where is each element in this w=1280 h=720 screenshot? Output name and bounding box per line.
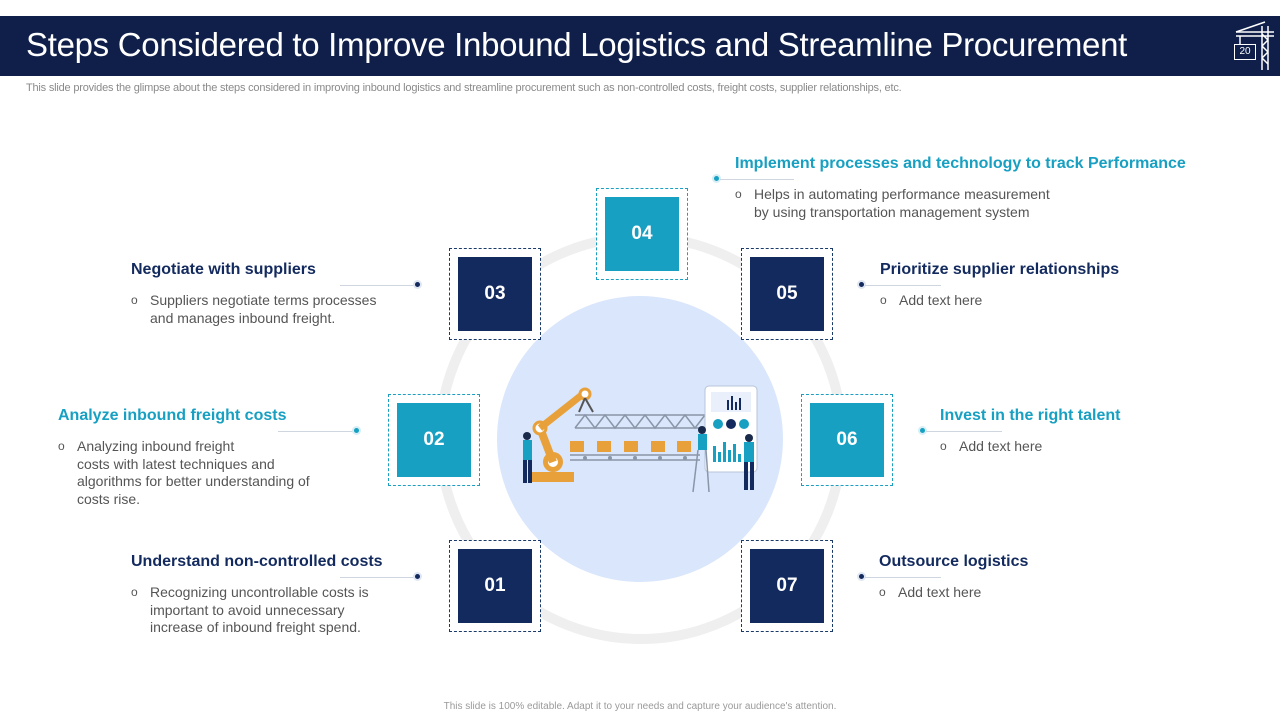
- step-04-dot: [712, 174, 721, 183]
- step-03-number: 03: [458, 257, 532, 331]
- step-06-description-text: Add text here: [959, 438, 1043, 454]
- bullet-icon: o: [880, 293, 887, 307]
- step-04-connector: [720, 179, 794, 180]
- step-04-frame: 04: [596, 188, 688, 280]
- step-01-description-text: Recognizing uncontrollable costs is impo…: [150, 584, 369, 635]
- step-03-dot: [413, 280, 422, 289]
- step-07-connector: [865, 577, 941, 578]
- step-04-number: 04: [605, 197, 679, 271]
- step-05-description: o Add text here: [880, 292, 1140, 310]
- step-01-description: o Recognizing uncontrollable costs is im…: [131, 584, 421, 637]
- step-05-description-text: Add text here: [899, 292, 983, 308]
- step-02-connector: [278, 431, 354, 432]
- step-04-description: o Helps in automating performance measur…: [735, 186, 1115, 221]
- step-01-frame: 01: [449, 540, 541, 632]
- step-07-title: Outsource logistics: [879, 553, 1029, 570]
- bullet-icon: o: [58, 439, 65, 453]
- step-05-number: 05: [750, 257, 824, 331]
- bullet-icon: o: [131, 585, 138, 599]
- page-title: Steps Considered to Improve Inbound Logi…: [26, 26, 1128, 63]
- bullet-icon: o: [879, 585, 886, 599]
- step-01-number: 01: [458, 549, 532, 623]
- step-01-connector: [340, 577, 414, 578]
- step-01-title: Understand non-controlled costs: [131, 553, 383, 570]
- page-number-badge: 20: [1234, 44, 1256, 60]
- step-04-description-text: Helps in automating performance measurem…: [754, 186, 1050, 220]
- step-06-dot: [918, 426, 927, 435]
- bullet-icon: o: [131, 293, 138, 307]
- step-02-frame: 02: [388, 394, 480, 486]
- step-02-dot: [352, 426, 361, 435]
- step-07-dot: [857, 572, 866, 581]
- slide-subtitle: This slide provides the glimpse about th…: [26, 82, 902, 94]
- step-05-frame: 05: [741, 248, 833, 340]
- step-05-dot: [857, 280, 866, 289]
- step-05-title: Prioritize supplier relationships: [880, 261, 1120, 278]
- header-bar: Steps Considered to Improve Inbound Logi…: [0, 16, 1280, 76]
- step-07-description-text: Add text here: [898, 584, 982, 600]
- step-04-title: Implement processes and technology to tr…: [735, 155, 1186, 172]
- step-06-title: Invest in the right talent: [940, 407, 1121, 424]
- step-06-connector: [926, 431, 1002, 432]
- crane-icon: [1235, 21, 1274, 70]
- step-06-number: 06: [810, 403, 884, 477]
- step-02-description: o Analyzing inbound freight costs with l…: [58, 438, 348, 508]
- step-01-dot: [413, 572, 422, 581]
- step-06-frame: 06: [801, 394, 893, 486]
- step-03-connector: [340, 285, 414, 286]
- step-07-number: 07: [750, 549, 824, 623]
- factory-automation-illustration: [523, 385, 758, 493]
- step-07-description: o Add text here: [879, 584, 1139, 602]
- bullet-icon: o: [940, 439, 947, 453]
- step-03-title: Negotiate with suppliers: [131, 261, 316, 278]
- step-05-connector: [865, 285, 941, 286]
- step-02-description-text: Analyzing inbound freight costs with lat…: [77, 438, 310, 507]
- step-06-description: o Add text here: [940, 438, 1200, 456]
- step-03-description: o Suppliers negotiate terms processes an…: [131, 292, 421, 327]
- bullet-icon: o: [735, 187, 742, 201]
- step-03-description-text: Suppliers negotiate terms processes and …: [150, 292, 377, 326]
- footer-note: This slide is 100% editable. Adapt it to…: [443, 701, 837, 712]
- step-02-number: 02: [397, 403, 471, 477]
- step-07-frame: 07: [741, 540, 833, 632]
- step-03-frame: 03: [449, 248, 541, 340]
- step-02-title: Analyze inbound freight costs: [58, 407, 287, 424]
